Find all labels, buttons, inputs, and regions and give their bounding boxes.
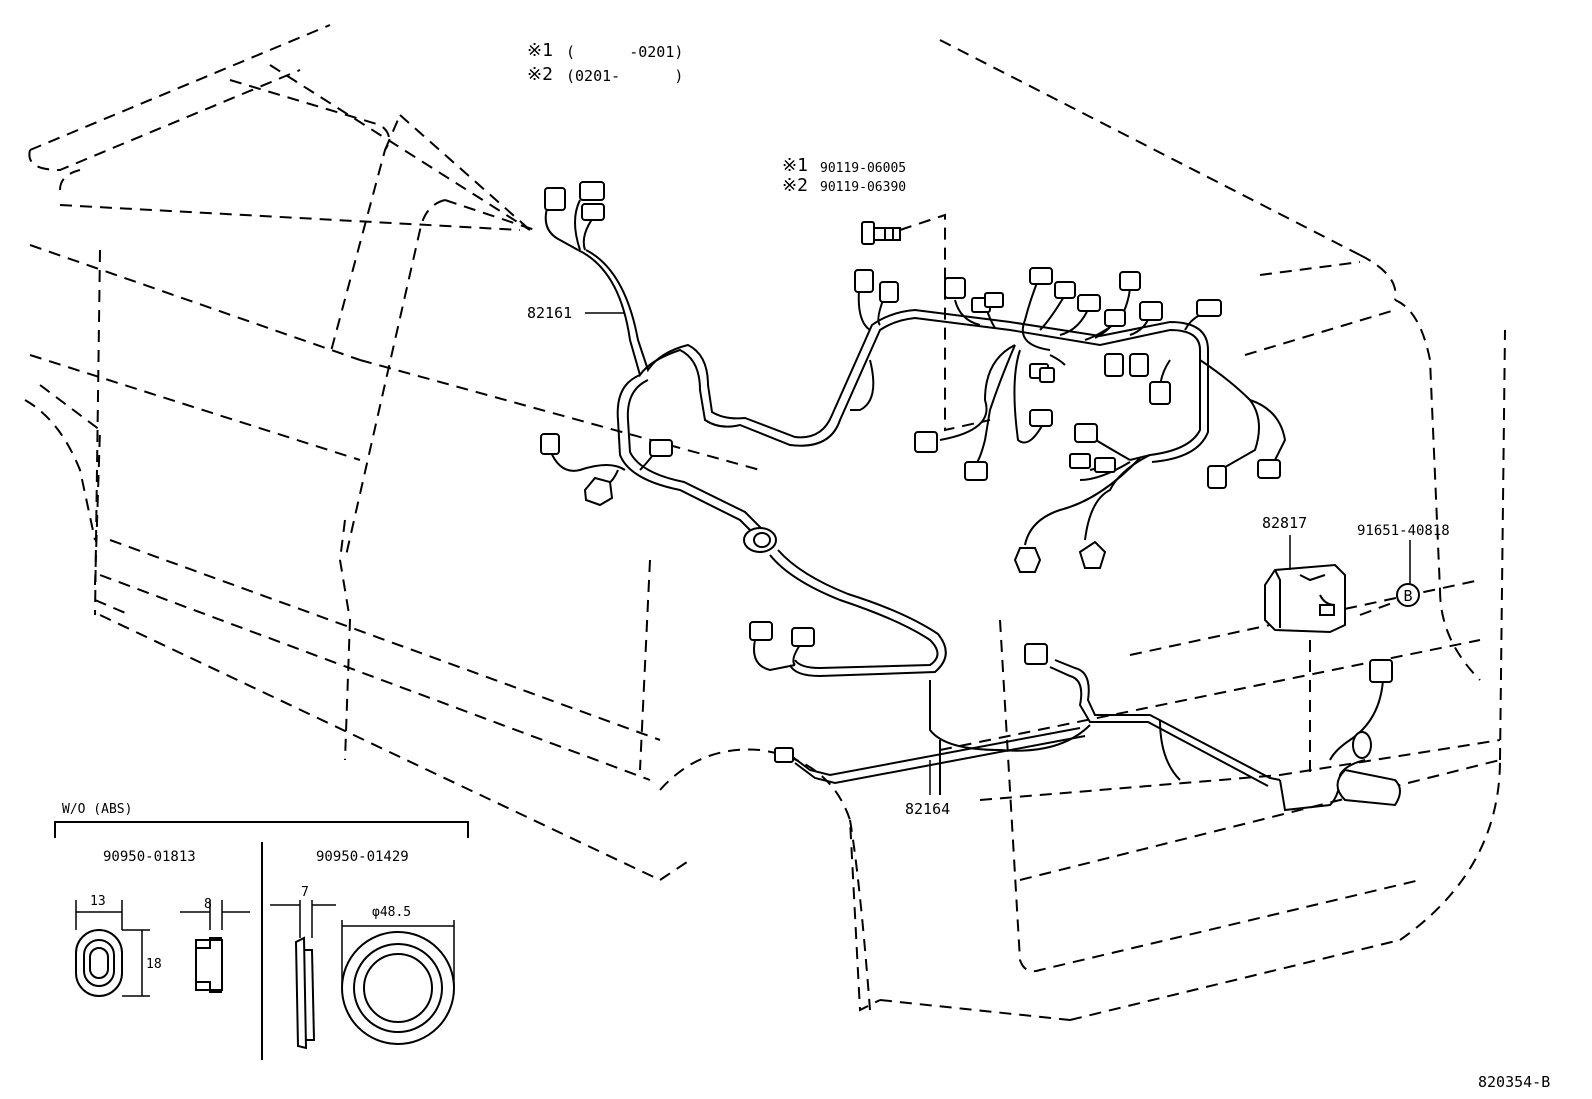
note-2-mark: ※2 [527, 64, 553, 85]
inset-left-part: 90950-01813 [103, 849, 196, 865]
grommet-01813 [75, 900, 250, 997]
vehicle-body-outline [24, 24, 1506, 1021]
inset-title: W/O (ABS) [62, 802, 133, 817]
harness-82164 [753, 549, 1384, 812]
clip-b-letter: B [1403, 587, 1412, 605]
note-1-mark: ※1 [527, 40, 553, 61]
inset-right-part: 90950-01429 [316, 849, 409, 865]
bracket-82817 [1264, 563, 1346, 634]
label-82161: 82161 [527, 304, 573, 322]
harness-82161 [544, 199, 1287, 546]
label-82164: 82164 [905, 800, 951, 818]
dim-width-13: 13 [90, 894, 106, 909]
note-1-range: ( -0201) [566, 43, 684, 61]
label-82817: 82817 [1262, 514, 1308, 532]
bolt-part-2: 90119-06390 [820, 180, 907, 195]
bolt-note-1-mark: ※1 [782, 155, 808, 176]
dim-thickness-8: 8 [204, 897, 212, 912]
grommet-01429 [270, 900, 455, 1050]
dim-height-18: 18 [146, 957, 162, 972]
bolt [861, 221, 901, 245]
bolt-part-1: 90119-06005 [820, 161, 907, 176]
dim-thickness-7: 7 [301, 885, 309, 900]
bolt-note-2-mark: ※2 [782, 175, 808, 196]
inset-frame [54, 821, 469, 1060]
clip-b-callout: B [1396, 583, 1420, 607]
note-2-range: (0201- ) [566, 67, 684, 85]
harness-grommet [743, 527, 777, 553]
rear-grommet [1336, 731, 1401, 807]
connectors [540, 181, 1393, 763]
figure-id: 820354-B [1478, 1073, 1551, 1091]
dim-diameter: φ48.5 [372, 905, 412, 920]
leader-lines [585, 312, 1411, 795]
label-91651-40818: 91651-40818 [1357, 523, 1450, 539]
